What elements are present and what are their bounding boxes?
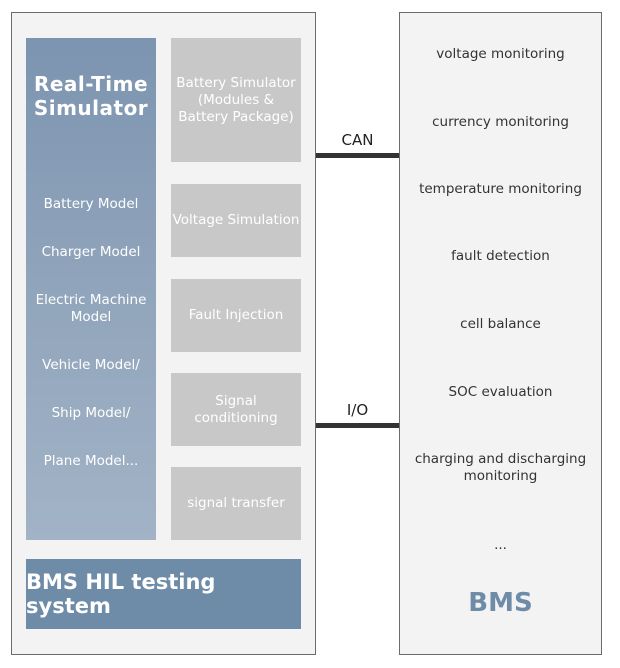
bms-function-cell-balance: cell balance xyxy=(460,316,541,332)
io-connector xyxy=(316,423,399,428)
bms-function-voltage-monitoring: voltage monitoring xyxy=(436,46,565,62)
io-label: I/O xyxy=(346,401,369,419)
module-signal-conditioning: Signal conditioning xyxy=(171,373,301,446)
realtime-simulator-panel: Real-Time Simulator Battery Model Charge… xyxy=(26,38,156,540)
module-signal-transfer: signal transfer xyxy=(171,467,301,540)
rt-item-vehicle-model: Vehicle Model/ xyxy=(42,357,140,373)
bms-function-fault-detection: fault detection xyxy=(451,248,550,264)
rt-item-plane-model: Plane Model... xyxy=(43,453,139,469)
bms-function-charging-monitoring: charging and discharging monitoring xyxy=(414,451,587,484)
module-battery-simulator: Battery Simulator (Modules & Battery Pac… xyxy=(171,38,301,162)
bms-title: BMS xyxy=(468,588,533,618)
rt-item-ship-model: Ship Model/ xyxy=(51,405,131,421)
bms-function-soc-evaluation: SOC evaluation xyxy=(448,384,553,400)
rt-item-battery-model: Battery Model xyxy=(43,196,139,212)
bms-function-more: ... xyxy=(494,537,507,553)
bms-container xyxy=(399,12,602,655)
module-fault-injection: Fault Injection xyxy=(171,279,301,352)
rt-item-electric-machine-model: Electric Machine Model xyxy=(35,292,147,325)
can-label: CAN xyxy=(341,131,374,149)
hil-system-label: BMS HIL testing system xyxy=(26,559,301,629)
module-voltage-simulation: Voltage Simulation xyxy=(171,184,301,257)
can-connector xyxy=(316,153,399,158)
realtime-simulator-title: Real-Time Simulator xyxy=(33,72,149,120)
bms-function-currency-monitoring: currency monitoring xyxy=(432,114,569,130)
bms-function-temperature-monitoring: temperature monitoring xyxy=(419,181,582,197)
rt-item-charger-model: Charger Model xyxy=(41,244,141,260)
